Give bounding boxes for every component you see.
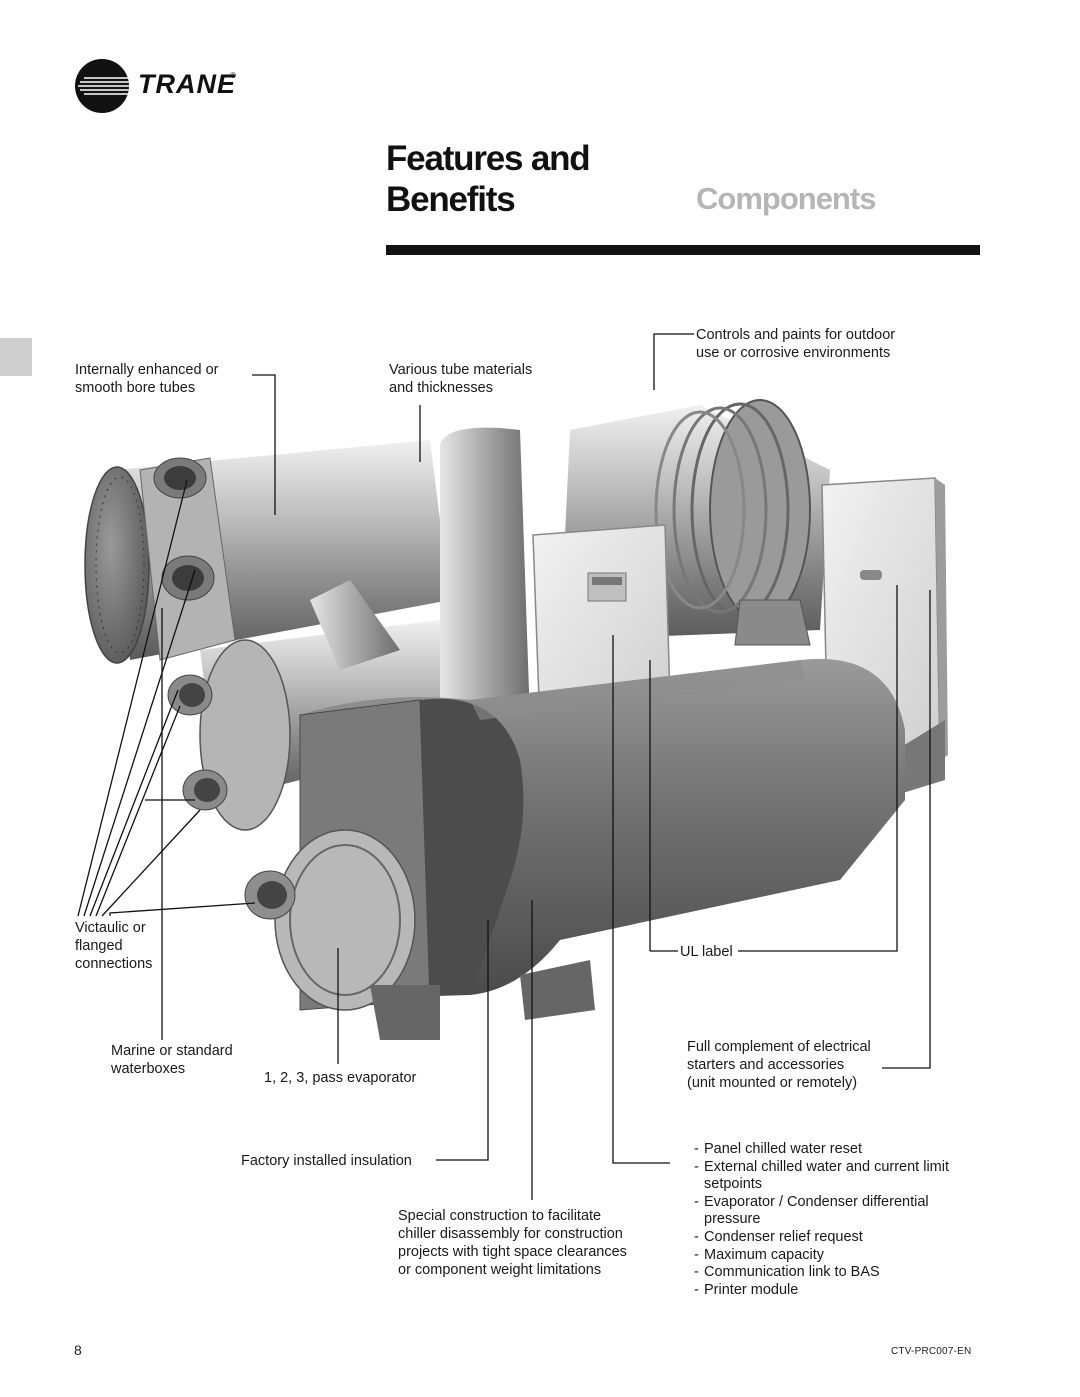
trane-logo-icon	[75, 59, 129, 113]
title-rule	[386, 245, 980, 255]
callout-tube-materials: Various tube materials and thicknesses	[389, 362, 533, 396]
callout-evaporator-pass: 1, 2, 3, pass evaporator	[264, 1070, 417, 1086]
list-item: Communication link to BAS	[694, 1264, 984, 1282]
trane-logo: TRANE ®	[74, 58, 244, 114]
page-number: 8	[74, 1342, 82, 1358]
callout-waterboxes: Marine or standard waterboxes	[111, 1043, 233, 1077]
list-item: Panel chilled water reset	[694, 1141, 984, 1159]
brand-name: TRANE	[138, 69, 236, 99]
page-title-line1: Features and	[386, 139, 591, 178]
control-features-list: Panel chilled water reset External chill…	[694, 1141, 984, 1299]
document-id: CTV-PRC007-EN	[891, 1346, 972, 1357]
callout-insulation: Factory installed insulation	[241, 1153, 412, 1169]
callout-special-construction: Special construction to facilitate chill…	[398, 1208, 627, 1278]
list-item: Printer module	[694, 1282, 984, 1300]
callout-electrical: Full complement of electrical starters a…	[687, 1039, 871, 1091]
brand-registered-mark: ®	[230, 71, 236, 80]
list-item: Condenser relief request	[694, 1229, 984, 1247]
callout-victaulic: Victaulic or flanged connections	[75, 920, 153, 972]
evaporator-main-shell	[244, 658, 905, 1040]
section-title: Components	[696, 181, 876, 216]
callout-ul-label: UL label	[680, 944, 733, 960]
page-title-line2: Benefits	[386, 180, 516, 219]
list-item: Evaporator / Condenser differential pres…	[694, 1194, 984, 1229]
callout-controls-paints: Controls and paints for outdoor use or c…	[696, 327, 896, 361]
callout-internal-tubes: Internally enhanced or smooth bore tubes	[75, 362, 219, 396]
section-tab	[0, 338, 32, 376]
list-item: Maximum capacity	[694, 1247, 984, 1265]
compressor-assembly	[440, 399, 830, 720]
list-item: External chilled water and current limit…	[694, 1159, 984, 1194]
leader-lines	[77, 333, 931, 1200]
